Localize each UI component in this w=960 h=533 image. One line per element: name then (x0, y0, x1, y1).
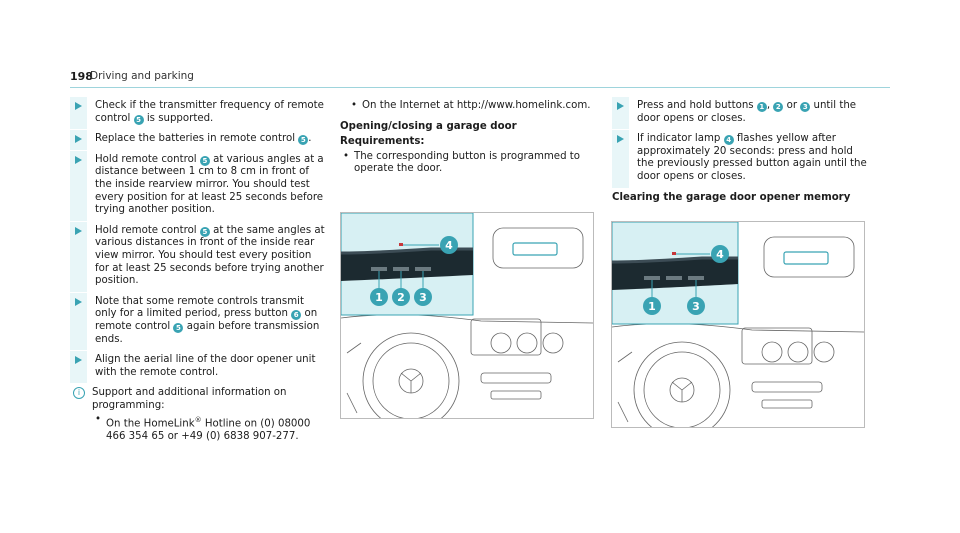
figure-clearing-memory: 4 1 3 (611, 221, 865, 428)
page-number: 198 (70, 70, 93, 83)
internet-bullet: On the Internet at http://www.homelink.c… (348, 100, 600, 113)
heading-clear-memory: Clearing the garage door opener memory (612, 191, 851, 203)
step-arrow-icon (75, 356, 82, 365)
callout-label: 1 (375, 291, 383, 304)
callout-label: 3 (419, 291, 427, 304)
step-arrow-icon (75, 155, 82, 164)
step-arrow-icon (617, 102, 624, 110)
step-limited-period: Note that some remote controls transmit … (70, 292, 325, 351)
step-hold-angles: Hold remote control 5 at various angles … (70, 150, 325, 221)
badge-icon: 5 (298, 135, 309, 146)
step-replace-batteries: Replace the batteries in remote control … (70, 130, 325, 150)
step-arrow-icon (617, 135, 624, 144)
requirement-bullet: The corresponding button is programmed t… (340, 151, 600, 176)
page-header: 198 Driving and parking (70, 0, 890, 85)
step-check-frequency: Check if the transmitter frequency of re… (70, 97, 325, 130)
step-indicator-lamp: If indicator lamp 4 flashes yellow after… (612, 130, 872, 188)
step-arrow-icon (75, 297, 82, 306)
callout-label: 4 (716, 248, 724, 261)
info-icon: i (73, 387, 85, 400)
column-middle: On the Internet at http://www.homelink.c… (340, 100, 600, 176)
hotline-bullet: On the HomeLink® Hotline on (0) 08000 46… (92, 414, 325, 444)
step-press-hold-buttons: Press and hold buttons 1, 2 or 3 until t… (612, 97, 872, 130)
section-title: Driving and parking (90, 70, 194, 82)
callout-label: 4 (445, 239, 453, 252)
callout-label: 2 (397, 291, 405, 304)
badge-icon: 5 (199, 226, 210, 237)
info-note: i Support and additional information on … (70, 387, 325, 444)
figure-opening-garage-door: 4 1 2 3 (340, 212, 594, 419)
step-arrow-icon (75, 102, 82, 110)
badge-icon: 5 (199, 155, 210, 166)
step-align-aerial: Align the aerial line of the door opener… (70, 351, 325, 384)
step-hold-distances: Hold remote control 5 at the same angles… (70, 221, 325, 292)
step-arrow-icon (75, 135, 82, 144)
badge-icon: 5 (133, 114, 144, 125)
badge-icon: 1 (756, 102, 767, 112)
callout-label: 1 (648, 300, 656, 313)
badge-icon: 6 (291, 310, 302, 321)
step-arrow-icon (75, 226, 82, 235)
header-divider (70, 87, 890, 88)
heading-open-close: Opening/closing a garage door (340, 120, 517, 132)
badge-icon: 2 (773, 102, 784, 112)
column-right: Press and hold buttons 1, 2 or 3 until t… (612, 97, 872, 207)
column-left: Check if the transmitter frequency of re… (70, 97, 325, 444)
callout-label: 3 (692, 300, 700, 313)
badge-icon: 4 (723, 135, 734, 146)
badge-icon: 5 (173, 322, 184, 333)
requirements-label: Requirements: (340, 136, 425, 148)
badge-icon: 3 (800, 102, 811, 112)
